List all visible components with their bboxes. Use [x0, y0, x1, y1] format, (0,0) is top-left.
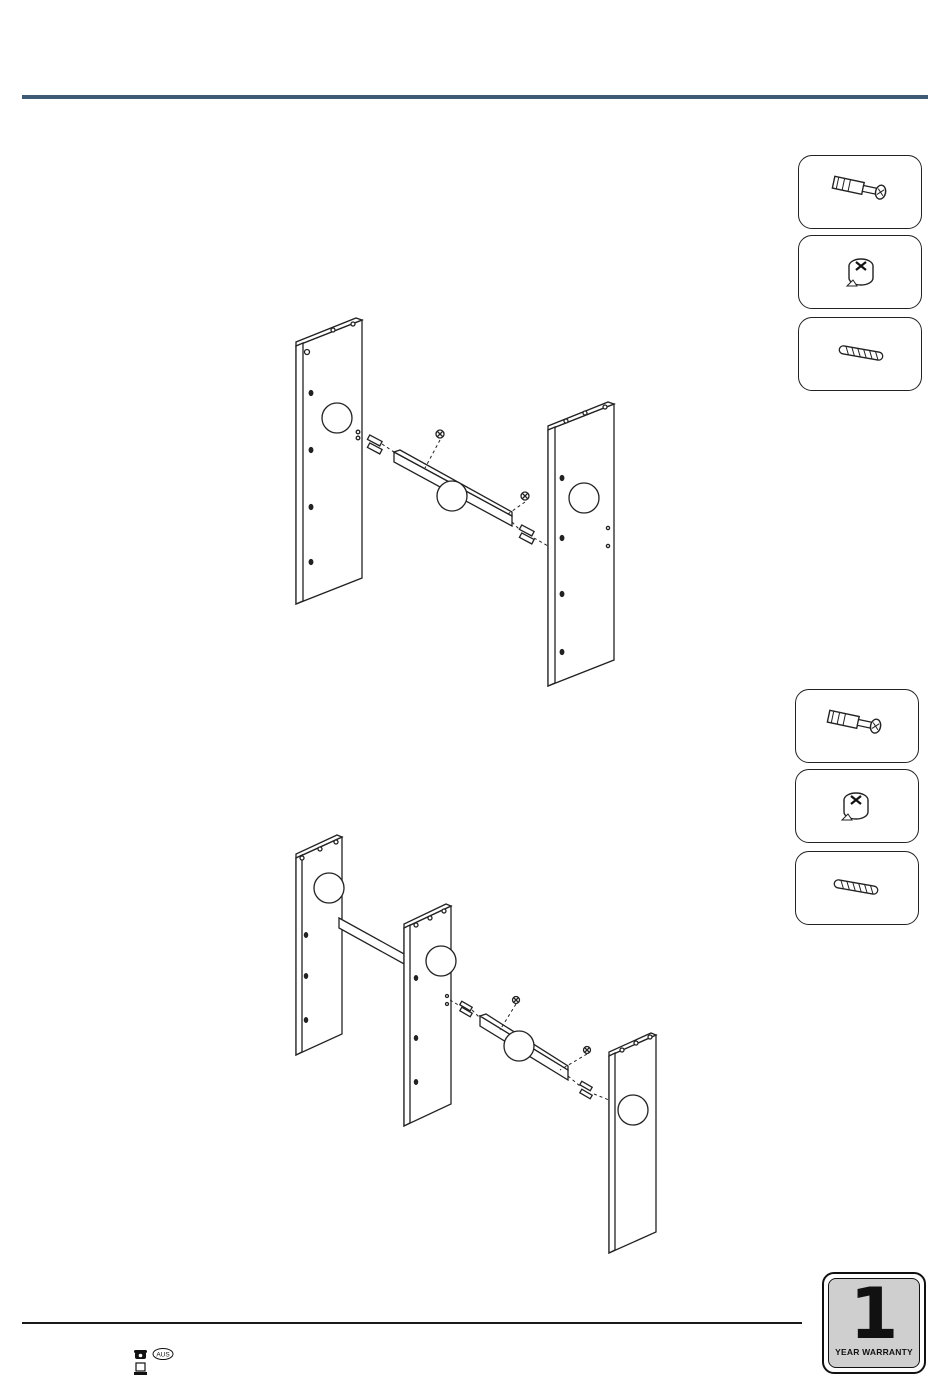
aus-icon: AUS — [153, 1349, 173, 1360]
footer-rule — [22, 1322, 802, 1324]
warranty-number: 1 — [829, 1273, 919, 1355]
computer-icon — [134, 1363, 147, 1375]
telephone-icon — [134, 1350, 147, 1359]
step2-left-panel — [296, 835, 344, 1055]
step2-assembled-rail — [339, 918, 406, 965]
step1-left-panel — [296, 318, 362, 604]
step1-rail — [394, 450, 512, 526]
contact-info: AUS — [133, 1348, 193, 1380]
step2-right-panel — [609, 1033, 656, 1253]
step2-rail — [480, 1014, 568, 1080]
step1-right-panel — [548, 402, 614, 686]
step2-middle-panel — [404, 904, 456, 1126]
warranty-label: YEAR WARRANTY — [829, 1347, 919, 1357]
region-label: AUS — [156, 1351, 170, 1358]
warranty-badge: 1 YEAR WARRANTY — [822, 1272, 926, 1374]
